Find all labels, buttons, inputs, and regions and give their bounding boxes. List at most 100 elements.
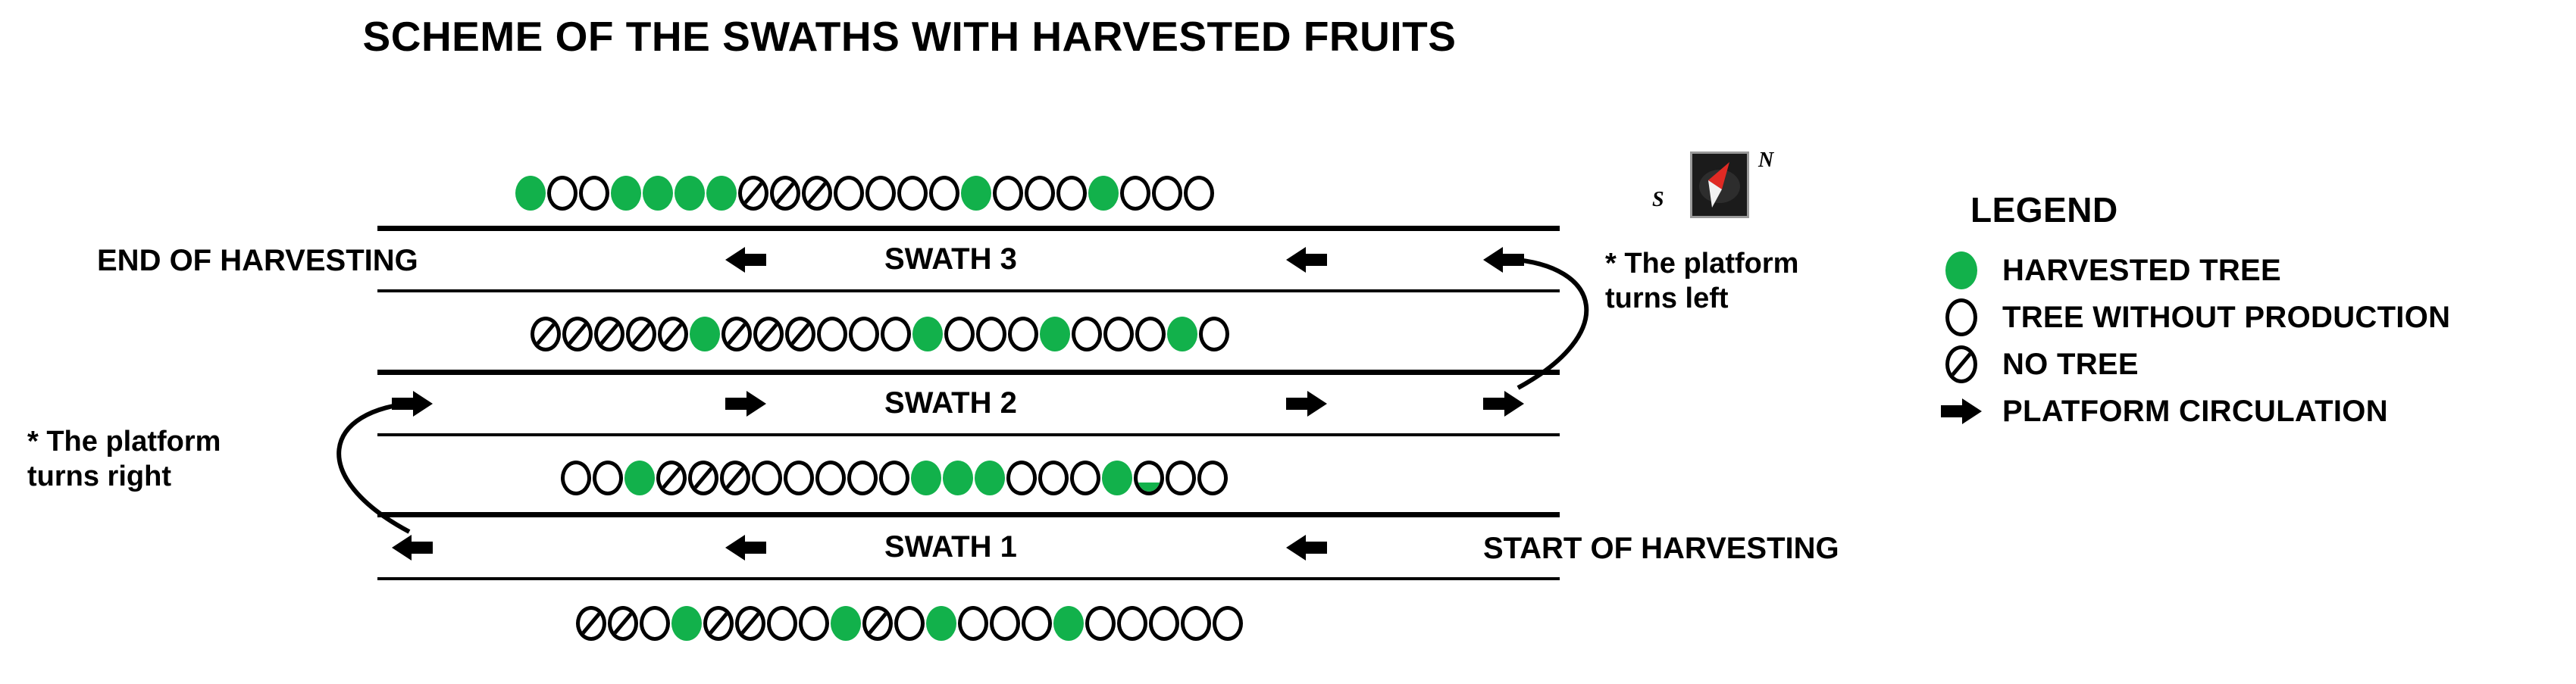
tree-harvested: [1102, 461, 1132, 495]
tree-notree: [594, 317, 624, 351]
tree-harvested: [961, 176, 991, 211]
compass-needle-icon: [1699, 162, 1740, 208]
tree-row: [576, 606, 1243, 641]
platform-arrow-icon: [1286, 247, 1327, 273]
start-of-harvesting-label: START OF HARVESTING: [1483, 532, 1839, 565]
legend-title: LEGEND: [1970, 190, 2118, 230]
tree-empty: [1197, 461, 1228, 495]
tree-empty: [1022, 606, 1052, 641]
tree-harvested: [975, 461, 1005, 495]
platform-arrow-icon: [392, 535, 433, 561]
swath-line: [377, 512, 1560, 517]
tree-empty: [593, 461, 623, 495]
compass-north-label: N: [1758, 148, 1774, 172]
tree-harvested: [706, 176, 737, 211]
tree-row: [515, 176, 1214, 211]
tree-empty: [640, 606, 670, 641]
tree-empty: [1103, 317, 1134, 351]
tree-empty: [817, 317, 847, 351]
tree-notree: [576, 606, 606, 641]
tree-harvested: [624, 461, 655, 495]
platform-arrow-icon: [1483, 391, 1524, 417]
tree-empty: [958, 606, 988, 641]
tree-empty: [897, 176, 928, 211]
tree-empty: [784, 461, 814, 495]
page-title: SCHEME OF THE SWATHS WITH HARVESTED FRUI…: [362, 13, 1457, 60]
tree-harvested: [1053, 606, 1084, 641]
tree-empty: [976, 317, 1006, 351]
compass-south-label: S: [1652, 188, 1664, 211]
swath-label-3: SWATH 3: [884, 242, 1017, 276]
tree-empty: [1120, 176, 1150, 211]
swath-diagram: SWATH 3 END OF HARVESTING SWATH 2 SWATH …: [0, 0, 1819, 684]
platform-arrow-icon: [725, 247, 766, 273]
tree-empty: [849, 317, 879, 351]
tree-empty: [1184, 176, 1214, 211]
tree-notree: [862, 606, 893, 641]
tree-empty: [879, 461, 909, 495]
tree-empty: [847, 461, 878, 495]
uturn-curve-right: [1507, 257, 1589, 390]
legend-item-harvested-tree: HARVESTED TREE: [1940, 247, 2562, 294]
tree-harvested: [912, 317, 943, 351]
swath-line: [377, 433, 1560, 436]
tree-empty: [894, 606, 925, 641]
legend-label: TREE WITHOUT PRODUCTION: [2002, 300, 2451, 334]
swath-line: [377, 289, 1560, 292]
swath-label-2: SWATH 2: [884, 386, 1017, 420]
empty-tree-icon: [1940, 296, 1983, 339]
end-of-harvesting-label: END OF HARVESTING: [97, 244, 418, 277]
tree-empty: [1117, 606, 1147, 641]
tree-harvested: [1088, 176, 1119, 211]
tree-empty: [1085, 606, 1116, 641]
tree-notree: [608, 606, 638, 641]
tree-empty: [1070, 461, 1100, 495]
tree-empty: [1056, 176, 1087, 211]
tree-notree: [735, 606, 765, 641]
tree-empty: [1149, 606, 1179, 641]
tree-notree: [658, 317, 688, 351]
tree-empty: [547, 176, 577, 211]
tree-harvested: [643, 176, 673, 211]
tree-notree: [753, 317, 784, 351]
tree-harvested: [671, 606, 702, 641]
tree-notree: [656, 461, 687, 495]
legend-item-platform-circulation: PLATFORM CIRCULATION: [1940, 388, 2562, 435]
legend: LEGEND HARVESTED TREE TREE WITHOUT PRODU…: [1940, 189, 2562, 435]
tree-notree: [721, 317, 752, 351]
tree-notree: [720, 461, 750, 495]
turn-left-note: * The platform turns left: [1605, 246, 1798, 317]
tree-harvested: [911, 461, 941, 495]
platform-arrow-icon: [1286, 535, 1327, 561]
tree-half: [1134, 461, 1164, 495]
legend-item-no-tree: NO TREE: [1940, 341, 2562, 388]
tree-empty: [1213, 606, 1243, 641]
tree-row: [531, 317, 1229, 351]
tree-harvested: [515, 176, 546, 211]
tree-empty: [815, 461, 846, 495]
tree-row: [561, 461, 1228, 495]
tree-notree: [785, 317, 815, 351]
swath-line: [377, 577, 1560, 580]
tree-empty: [1025, 176, 1055, 211]
platform-arrow-icon: [725, 535, 766, 561]
tree-harvested: [690, 317, 720, 351]
tree-notree: [738, 176, 768, 211]
turn-right-note-line1: * The platform: [27, 426, 221, 458]
platform-arrow-icon: [1286, 391, 1327, 417]
tree-empty: [1152, 176, 1182, 211]
tree-notree: [562, 317, 593, 351]
no-tree-icon: [1940, 343, 1983, 386]
tree-empty: [1199, 317, 1229, 351]
tree-notree: [770, 176, 800, 211]
tree-empty: [993, 176, 1023, 211]
tree-notree: [531, 317, 561, 351]
tree-empty: [1072, 317, 1102, 351]
tree-harvested: [943, 461, 973, 495]
tree-notree: [626, 317, 656, 351]
legend-item-tree-without-production: TREE WITHOUT PRODUCTION: [1940, 294, 2562, 341]
tree-empty: [752, 461, 782, 495]
platform-arrow-icon: [1940, 390, 1983, 433]
turn-right-note: * The platform turns right: [27, 424, 221, 495]
tree-notree: [688, 461, 718, 495]
